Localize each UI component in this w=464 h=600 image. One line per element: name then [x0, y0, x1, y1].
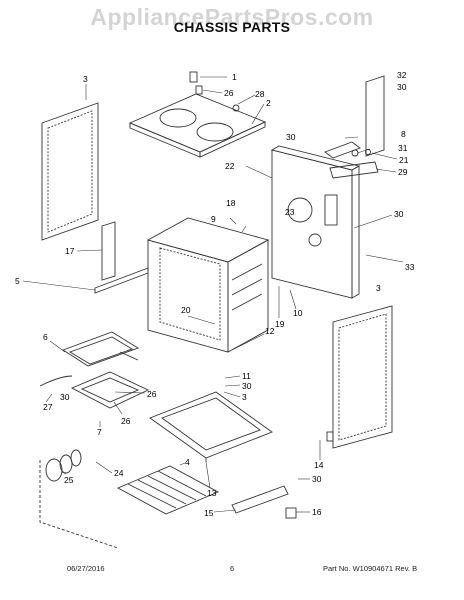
- callout-13: 13: [207, 488, 217, 498]
- callout-29: 29: [398, 167, 408, 177]
- callout-10: 10: [293, 308, 303, 318]
- bake-element: [70, 371, 150, 409]
- callout-8: 8: [401, 129, 406, 139]
- part-14: [326, 431, 334, 442]
- callout-26: 26: [121, 416, 131, 426]
- knob: [45, 449, 82, 482]
- callout-9: 9: [211, 214, 216, 224]
- callout-33: 33: [405, 262, 415, 272]
- callout-26: 26: [224, 88, 234, 98]
- side-trim: [94, 267, 149, 294]
- callout-3: 3: [376, 283, 381, 293]
- footer-part-info: Part No. W10904671 Rev. B: [323, 564, 418, 573]
- callout-30: 30: [312, 474, 322, 484]
- door-frame-right: [332, 305, 393, 449]
- rear-panel: [270, 145, 361, 299]
- callout-28: 28: [255, 89, 265, 99]
- callout-18: 18: [226, 198, 236, 208]
- callout-20: 20: [181, 305, 191, 315]
- callout-30: 30: [397, 82, 407, 92]
- callout-30: 30: [242, 381, 252, 391]
- callout-30: 30: [60, 392, 70, 402]
- callout-23: 23: [285, 207, 295, 217]
- part-1: [189, 71, 198, 83]
- callout-5: 5: [15, 276, 20, 286]
- callout-25: 25: [64, 475, 74, 485]
- screw-28: [232, 104, 240, 112]
- callout-15: 15: [204, 508, 214, 518]
- cooktop: [128, 93, 267, 158]
- callout-7: 7: [97, 427, 102, 437]
- bracket-15: [231, 485, 289, 514]
- page-title: CHASSIS PARTS: [173, 19, 291, 35]
- footer-date: 06/27/2016: [67, 564, 105, 573]
- callout-11: 11: [242, 371, 251, 381]
- callout-22: 22: [225, 161, 235, 171]
- wire-27: [39, 375, 73, 387]
- footer-page-number: 6: [230, 564, 235, 573]
- callout-1: 1: [232, 72, 237, 82]
- watermark: AppliancePartsPros.com: [90, 4, 374, 30]
- insulation: [101, 221, 116, 281]
- callout-4: 4: [185, 457, 190, 467]
- callout-24: 24: [114, 468, 124, 478]
- callout-27: 27: [43, 402, 53, 412]
- callout-3: 3: [242, 392, 247, 402]
- broil-element: [61, 331, 140, 367]
- callout-32: 32: [397, 70, 407, 80]
- callout-17: 17: [65, 246, 75, 256]
- callout-19: 19: [275, 319, 285, 329]
- callout-3: 3: [83, 74, 88, 84]
- callout-31: 31: [398, 143, 408, 153]
- door-frame-left: [41, 102, 99, 241]
- callout-14: 14: [314, 460, 324, 470]
- bracket-8: [324, 141, 361, 159]
- bracket-29: [329, 161, 379, 179]
- part-26-top: [195, 85, 203, 95]
- callout-6: 6: [43, 332, 48, 342]
- bottom-panel: [149, 391, 273, 462]
- callout-12: 12: [265, 326, 275, 336]
- callout-21: 21: [399, 155, 409, 165]
- bracket-lines: [39, 460, 119, 549]
- leveling-foot: [285, 507, 297, 519]
- side-bracket: [365, 75, 385, 157]
- callout-2: 2: [266, 98, 271, 108]
- callout-30: 30: [394, 209, 404, 219]
- callout-16: 16: [312, 507, 322, 517]
- callout-26: 26: [147, 389, 157, 399]
- callout-30: 30: [286, 132, 296, 142]
- oven-rack: [116, 465, 220, 515]
- oven-cavity: [146, 217, 270, 353]
